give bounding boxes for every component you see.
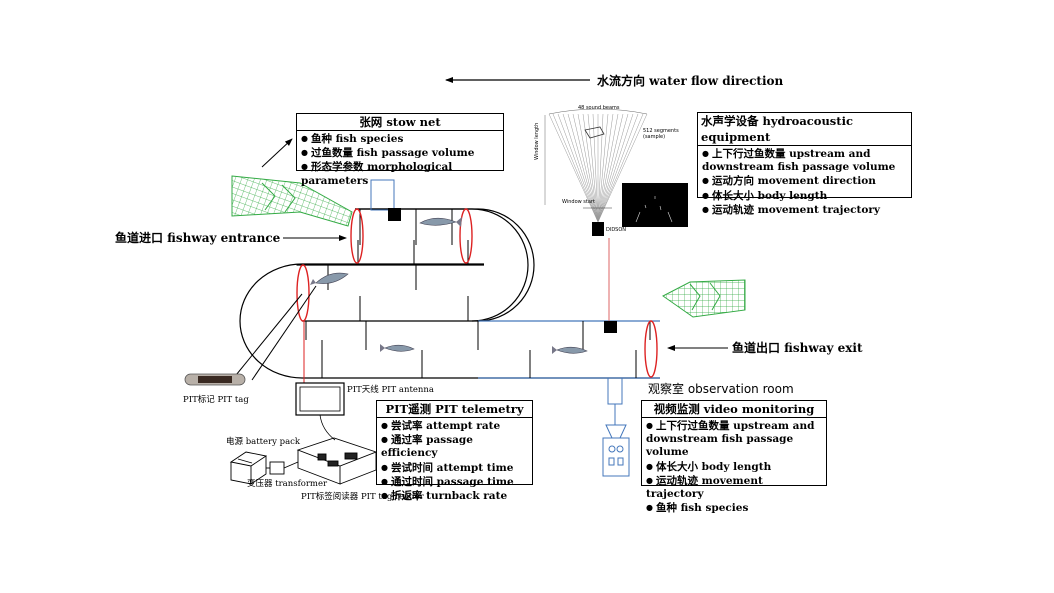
fish-upper [419, 217, 462, 227]
stow-net-pointer [261, 138, 293, 168]
hydroacoustic-item: 运动轨迹 movement trajectory [702, 203, 907, 217]
pit-telemetry-item: 折返率 turnback rate [381, 489, 528, 503]
battery-pack [229, 451, 268, 485]
stow-net-box: 张网 stow net 鱼种 fish species 过鱼数量 fish pa… [296, 113, 504, 187]
battery-pack-label: 电源 battery pack [226, 437, 301, 447]
pit-telemetry-title: PIT遥测 PIT telemetry [377, 401, 532, 418]
video-monitoring-list: 上下行过鱼数量 upstream and downstream fish pas… [642, 418, 826, 517]
sonar-segments-label: 512 segments (sample) [643, 128, 679, 140]
pit-tag-reader-box [296, 437, 378, 485]
antenna-upper-right [459, 208, 473, 264]
stow-net-item: 过鱼数量 fish passage volume [301, 146, 499, 160]
flow-direction-label: 水流方向 water flow direction [597, 74, 784, 88]
pit-antenna-label: PIT天线 PIT antenna [347, 385, 434, 395]
stow-net-exit [662, 279, 746, 318]
hydroacoustic-item: 运动方向 movement direction [702, 174, 907, 188]
sonar-fan [544, 108, 648, 223]
hydroacoustic-title: 水声学设备 hydroacoustic equipment [698, 113, 911, 146]
stow-net-list: 鱼种 fish species 过鱼数量 fish passage volume… [297, 131, 503, 190]
sonar-beams-label: 48 sound beams [578, 105, 620, 111]
transformer [266, 461, 299, 475]
stow-net-item: 鱼种 fish species [301, 132, 499, 146]
pit-tag-capsule [184, 373, 246, 386]
sonar-window-length-label: Window length [534, 122, 540, 160]
channel-baffles [305, 209, 651, 378]
pit-telemetry-item: 通过时间 passage time [381, 475, 528, 489]
pit-telemetry-item: 尝试时间 attempt time [381, 461, 528, 475]
upper-channel [296, 208, 529, 322]
antenna-entrance [350, 208, 364, 264]
fish-lower-1 [380, 344, 415, 352]
hydroacoustic-item: 体长大小 body length [702, 189, 907, 203]
didson-label: DIDSON [606, 227, 627, 233]
hydroacoustic-list: 上下行过鱼数量 upstream and downstream fish pas… [698, 146, 911, 219]
pit-tag-label: PIT标记 PIT tag [183, 395, 249, 405]
video-monitoring-item: 上下行过鱼数量 upstream and downstream fish pas… [646, 419, 822, 460]
video-monitoring-item: 运动轨迹 movement trajectory [646, 474, 822, 501]
pit-antenna-monitor [295, 382, 345, 416]
sonar-window-start-label: Window start [562, 199, 595, 205]
pit-telemetry-box: PIT遥测 PIT telemetry 尝试率 attempt rate 通过率… [376, 400, 533, 502]
monitor-cable [319, 414, 336, 441]
sonar-image-traces [635, 196, 673, 223]
antenna-turn [296, 264, 310, 322]
fish-lower-2 [552, 346, 588, 354]
pit-tag-reader-label: PIT标签阅读器 PIT tag reader [301, 492, 424, 502]
pit-telemetry-item: 尝试率 attempt rate [381, 419, 528, 433]
stow-net-item: 形态学参数 morphological parameters [301, 160, 499, 187]
pit-telemetry-list: 尝试率 attempt rate 通过率 passage efficiency … [377, 418, 532, 505]
video-monitoring-box: 视频监测 video monitoring 上下行过鱼数量 upstream a… [641, 400, 827, 514]
video-monitoring-title: 视频监测 video monitoring [642, 401, 826, 418]
observation-room-label: 观察室 observation room [648, 382, 794, 396]
fishway-exit-label: 鱼道出口 fishway exit [732, 341, 863, 355]
pit-telemetry-item: 通过率 passage efficiency [381, 433, 528, 460]
pit-tag-leader [231, 293, 303, 381]
stow-net-title: 张网 stow net [297, 114, 503, 131]
exit-sensor [604, 321, 617, 333]
stow-net-entrance [231, 175, 353, 227]
monitor-screen [299, 386, 341, 412]
antenna-exit [644, 320, 658, 378]
sonar-image [622, 183, 688, 227]
didson-device [592, 222, 604, 236]
video-monitoring-item: 体长大小 body length [646, 460, 822, 474]
pit-tag-leader-2 [251, 285, 317, 381]
transformer-label: 变压器 transformer [247, 479, 328, 489]
entrance-sensor [388, 208, 401, 221]
video-camera [602, 377, 630, 477]
fishway-entrance-label: 鱼道进口 fishway entrance [115, 231, 281, 245]
hydroacoustic-box: 水声学设备 hydroacoustic equipment 上下行过鱼数量 up… [697, 112, 912, 216]
pit-antennas [296, 208, 658, 378]
hydroacoustic-item: 上下行过鱼数量 upstream and downstream fish pas… [702, 147, 907, 174]
video-monitoring-item: 鱼种 fish species [646, 501, 822, 515]
fish-turn [310, 272, 349, 285]
